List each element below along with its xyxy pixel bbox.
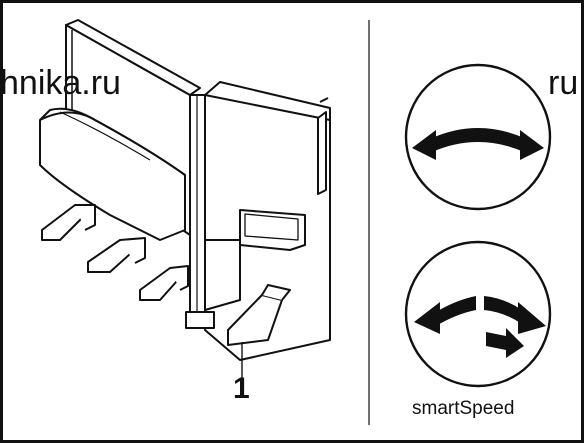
watermark-left: hnika.ru: [0, 64, 121, 102]
post-base: [185, 311, 215, 329]
watermark-right: ru: [548, 64, 579, 102]
machine-illustration: [39, 19, 331, 382]
pedal-1: [227, 294, 283, 346]
split-arrow-arc-icon: [404, 240, 552, 388]
double-arrow-arc-icon: [404, 63, 552, 211]
smartspeed-caption: smartSpeed: [412, 398, 515, 419]
pedals: [41, 204, 291, 346]
callout-number: 1: [233, 372, 250, 405]
top-rail: [65, 19, 201, 96]
